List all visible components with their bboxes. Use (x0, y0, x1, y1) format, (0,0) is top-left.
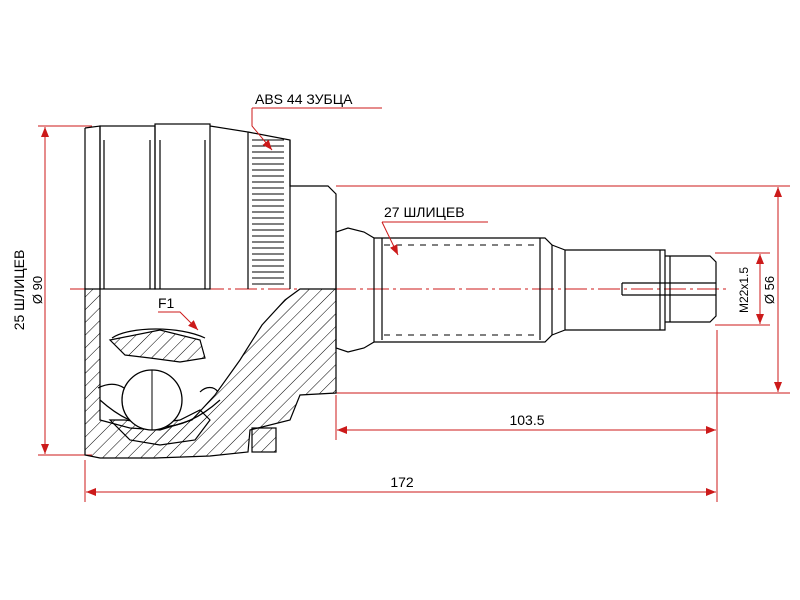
housing-splines-label: 25 ШЛИЦЕВ (11, 250, 27, 331)
extension-lines (38, 125, 790, 502)
shaft-spline-marks (384, 244, 538, 336)
section-mark-label: F1 (158, 295, 175, 311)
housing-section (84, 288, 337, 459)
leader-lines (158, 107, 488, 331)
total-length-label: 172 (390, 474, 414, 490)
outer-diameter-label: Ø 90 (30, 276, 45, 304)
dimension-lines (41, 127, 782, 496)
stub-shaft (335, 227, 717, 353)
outer-housing (84, 123, 337, 290)
thread-label: M22x1.5 (737, 267, 751, 313)
seal-diameter-label: Ø 56 (762, 276, 777, 304)
shaft-splines-label: 27 ШЛИЦЕВ (384, 204, 465, 220)
shaft-length-label: 103.5 (509, 412, 544, 428)
abs-teeth-label: ABS 44 ЗУБЦА (255, 91, 353, 107)
abs-ring-teeth (252, 139, 284, 285)
